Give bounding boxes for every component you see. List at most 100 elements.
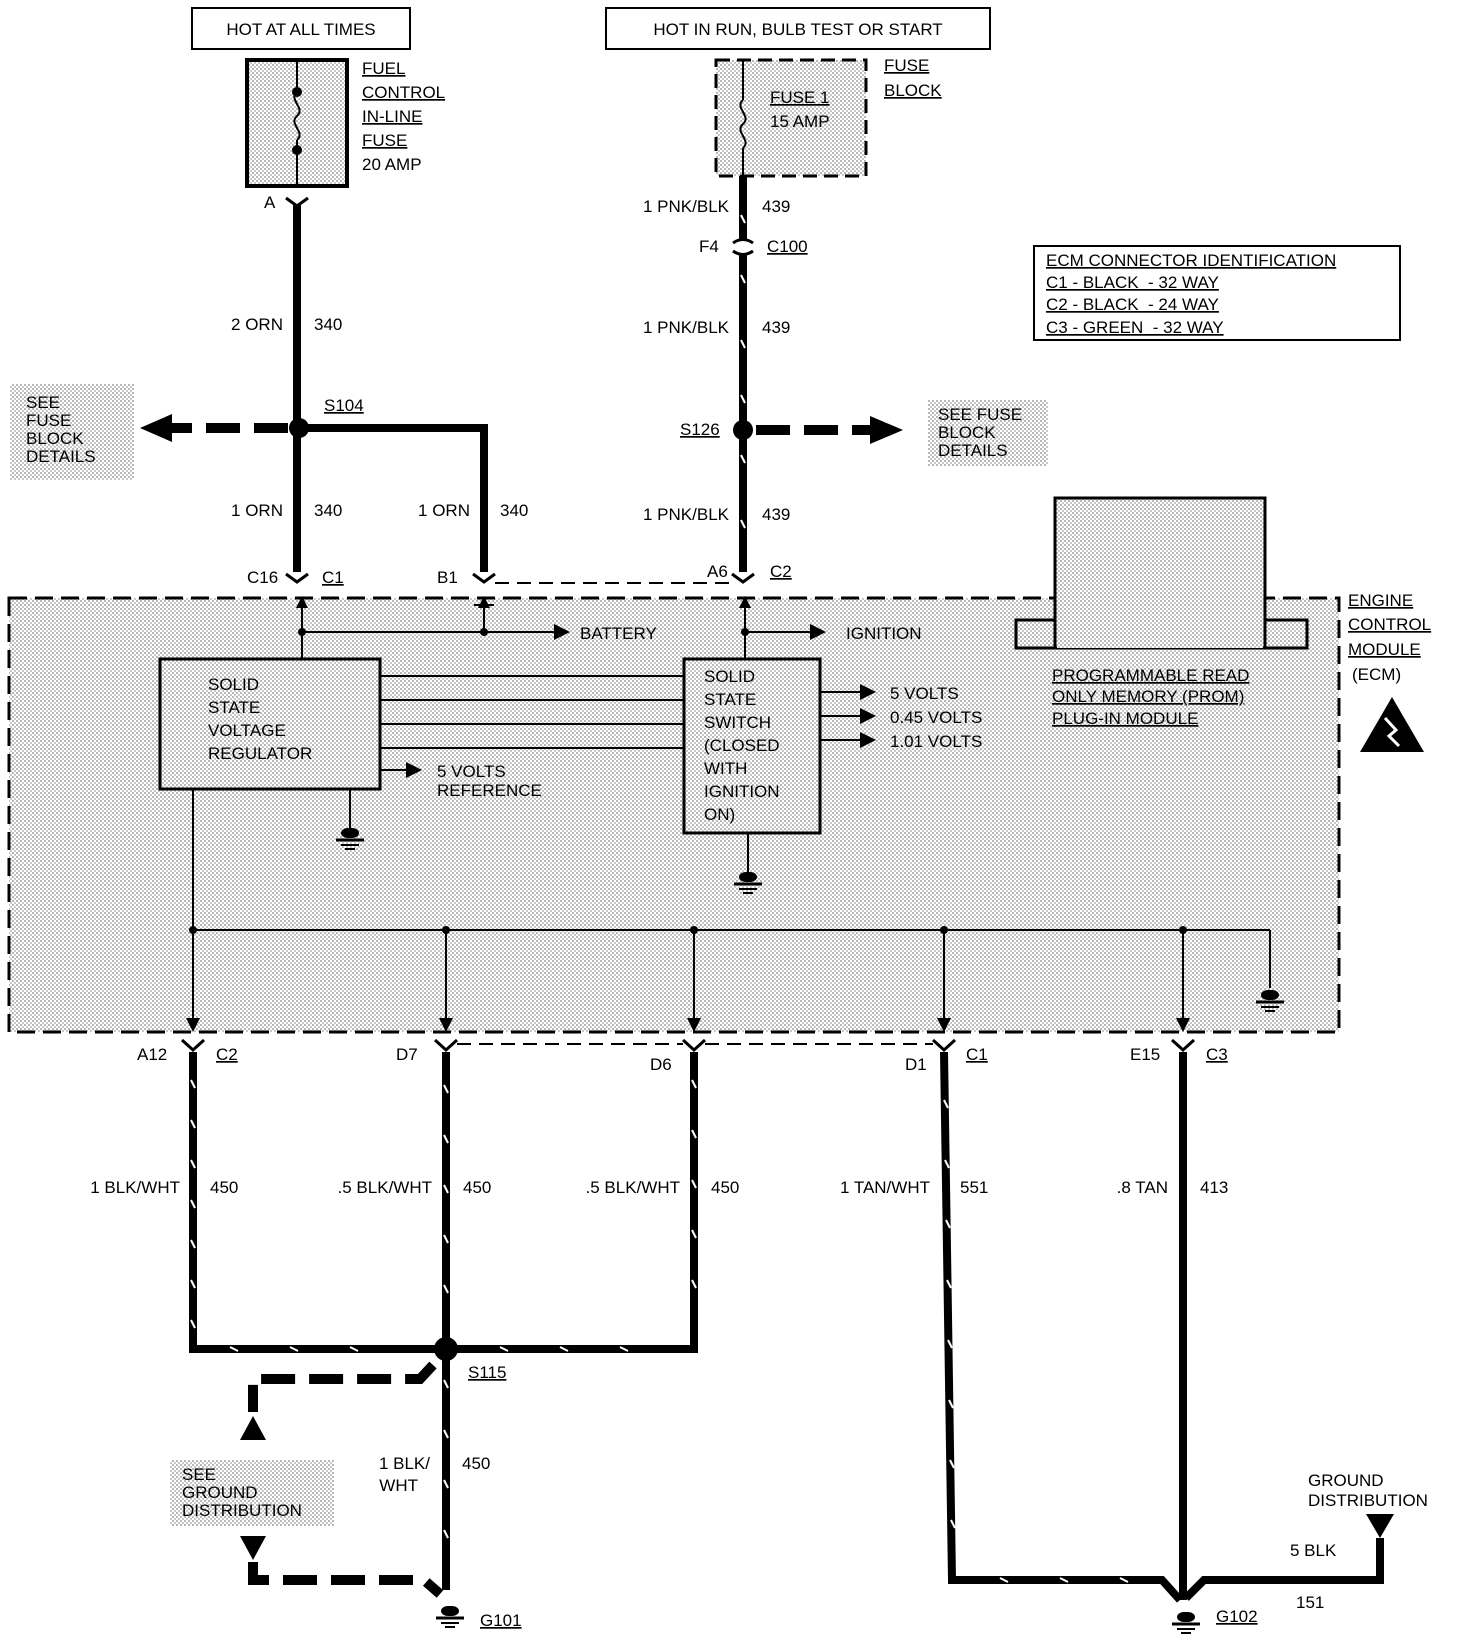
- g101-wire-gauge-2: WHT: [379, 1476, 418, 1495]
- see-fuse-right-2: BLOCK: [938, 423, 996, 442]
- hot-at-all-times-box: HOT AT ALL TIMES: [191, 7, 411, 50]
- s104-label: S104: [324, 396, 364, 415]
- g102-label: G102: [1216, 1607, 1258, 1626]
- switch-label-6: IGNITION: [704, 782, 780, 801]
- ecm-id-title: ECM CONNECTOR IDENTIFICATION: [1046, 251, 1336, 270]
- w439-a-circuit: 439: [762, 197, 790, 216]
- fuse-1-label: FUSE 1: [770, 88, 830, 107]
- see-ground-distribution: SEE GROUND DISTRIBUTION: [170, 1460, 334, 1526]
- w439-c-gauge: 1 PNK/BLK: [643, 505, 730, 524]
- circuit-551: 1 TAN/WHT 551: [840, 1051, 1183, 1603]
- hot-in-run-box: HOT IN RUN, BULB TEST OR START: [605, 7, 991, 50]
- ecm-id-row-c2: C2 - BLACK - 24 WAY: [1046, 295, 1219, 314]
- fuel-fuse-label-1: FUEL: [362, 59, 405, 78]
- fuse-block: FUSE 1 15 AMP FUSE BLOCK: [714, 56, 942, 178]
- ecm-id-row-c3: C3 - GREEN - 32 WAY: [1046, 318, 1224, 337]
- fuse-1-rating: 15 AMP: [770, 112, 830, 131]
- ground-distribution-1: GROUND: [1308, 1471, 1384, 1490]
- c100-label: C100: [767, 237, 808, 256]
- ground-distribution-2: DISTRIBUTION: [1308, 1491, 1428, 1510]
- fuse-block-label-1: FUSE: [884, 56, 929, 75]
- regulator-label-4: REGULATOR: [208, 744, 312, 763]
- a12-wire-gauge: 1 BLK/WHT: [90, 1178, 180, 1197]
- solid-state-switch: SOLID STATE SWITCH (CLOSED WITH IGNITION…: [682, 657, 982, 895]
- see-fuse-left-1: SEE: [26, 393, 60, 412]
- hot-in-run-label: HOT IN RUN, BULB TEST OR START: [653, 20, 942, 39]
- fuel-fuse-rating: 20 AMP: [362, 155, 422, 174]
- w340-top-gauge: 2 ORN: [231, 315, 283, 334]
- switch-label-4: (CLOSED: [704, 736, 780, 755]
- d6-label: D6: [650, 1055, 672, 1074]
- see-fuse-block-right: SEE FUSE BLOCK DETAILS: [928, 400, 1048, 466]
- ecm-name-3: MODULE: [1348, 640, 1421, 659]
- fuel-fuse-label-2: CONTROL: [362, 83, 445, 102]
- see-ground-3: DISTRIBUTION: [182, 1501, 302, 1520]
- switch-label-7: ON): [704, 805, 735, 824]
- a12-label: A12: [137, 1045, 167, 1064]
- regulator-label-2: STATE: [208, 698, 260, 717]
- switch-label-3: SWITCH: [704, 713, 771, 732]
- prom-label-1: PROGRAMMABLE READ: [1052, 666, 1249, 685]
- w340-left-gauge: 1 ORN: [231, 501, 283, 520]
- prom-label-2: ONLY MEMORY (PROM): [1052, 687, 1244, 706]
- ecm-connector-id-box: ECM CONNECTOR IDENTIFICATION C1 - BLACK …: [1033, 245, 1401, 341]
- see-fuse-left-2: FUSE: [26, 411, 71, 430]
- d1-label: D1: [905, 1055, 927, 1074]
- d1-wire-circuit: 551: [960, 1178, 988, 1197]
- output-101-volts: 1.01 VOLTS: [890, 732, 982, 751]
- see-fuse-block-left: SEE FUSE BLOCK DETAILS: [10, 384, 134, 480]
- reference-label-2: REFERENCE: [437, 781, 542, 800]
- esd-warning-icon: [1360, 697, 1424, 752]
- ecm-name-1: ENGINE: [1348, 591, 1413, 610]
- e15-wire-circuit: 413: [1200, 1178, 1228, 1197]
- circuit-439: F4 C100 S126 1 PNK/BLK 439 1 PNK/BLK 439…: [643, 176, 903, 572]
- d1-wire-gauge: 1 TAN/WHT: [840, 1178, 930, 1197]
- g101-label: G101: [480, 1611, 522, 1630]
- w340-right-circuit: 340: [500, 501, 528, 520]
- w439-c-circuit: 439: [762, 505, 790, 524]
- see-ground-2: GROUND: [182, 1483, 258, 1502]
- bottom-c2-label: C2: [216, 1045, 238, 1064]
- f4-label: F4: [699, 237, 719, 256]
- regulator-label-3: VOLTAGE: [208, 721, 286, 740]
- w439-b-circuit: 439: [762, 318, 790, 337]
- output-5-volts: 5 VOLTS: [890, 684, 959, 703]
- w439-b-gauge: 1 PNK/BLK: [643, 318, 730, 337]
- hot-at-all-times-label: HOT AT ALL TIMES: [226, 20, 375, 39]
- circuit-413: .8 TAN 413: [1117, 1052, 1228, 1600]
- reference-label-1: 5 VOLTS: [437, 762, 506, 781]
- ecm-id-row-c1: C1 - BLACK - 32 WAY: [1046, 273, 1219, 292]
- see-fuse-left-4: DETAILS: [26, 447, 96, 466]
- see-fuse-left-3: BLOCK: [26, 429, 84, 448]
- g102-wire-circuit: 151: [1296, 1593, 1324, 1612]
- output-045-volts: 0.45 VOLTS: [890, 708, 982, 727]
- b1-label: B1: [437, 568, 458, 587]
- s126-label: S126: [680, 420, 720, 439]
- see-ground-1: SEE: [182, 1465, 216, 1484]
- battery-label: BATTERY: [580, 624, 657, 643]
- bottom-connector-labels: A12 C2 D7 D6 D1 C1 E15 C3: [137, 1038, 1228, 1074]
- w340-top-circuit: 340: [314, 315, 342, 334]
- regulator-switch-links: [380, 675, 684, 749]
- g101-wire-circuit: 450: [462, 1454, 490, 1473]
- c16-label: C16: [247, 568, 278, 587]
- splice-s104: [289, 418, 309, 438]
- circuit-450: S115 1 BLK/WHT 450 .5 BLK/WHT 450 .5 BLK…: [90, 1052, 739, 1630]
- w340-right-gauge: 1 ORN: [418, 501, 470, 520]
- circuit-340: S104 2 ORN 340 1 ORN 340 1 ORN 340: [140, 196, 528, 572]
- prom-label-3: PLUG-IN MODULE: [1052, 709, 1198, 728]
- bottom-c1-label: C1: [966, 1045, 988, 1064]
- splice-s126: [733, 420, 753, 440]
- switch-label-5: WITH: [704, 759, 747, 778]
- ignition-label: IGNITION: [846, 624, 922, 643]
- top-c2-label: C2: [770, 562, 792, 581]
- d6-wire-circuit: 450: [711, 1178, 739, 1197]
- see-fuse-right-3: DETAILS: [938, 441, 1008, 460]
- a6-label: A6: [707, 562, 728, 581]
- terminal-a-label: A: [264, 193, 276, 212]
- fuse-block-label-2: BLOCK: [884, 81, 942, 100]
- switch-label-2: STATE: [704, 690, 756, 709]
- e15-label: E15: [1130, 1045, 1160, 1064]
- g101-wire-gauge-1: 1 BLK/: [379, 1454, 430, 1473]
- prom-module: PROGRAMMABLE READ ONLY MEMORY (PROM) PLU…: [1014, 496, 1309, 728]
